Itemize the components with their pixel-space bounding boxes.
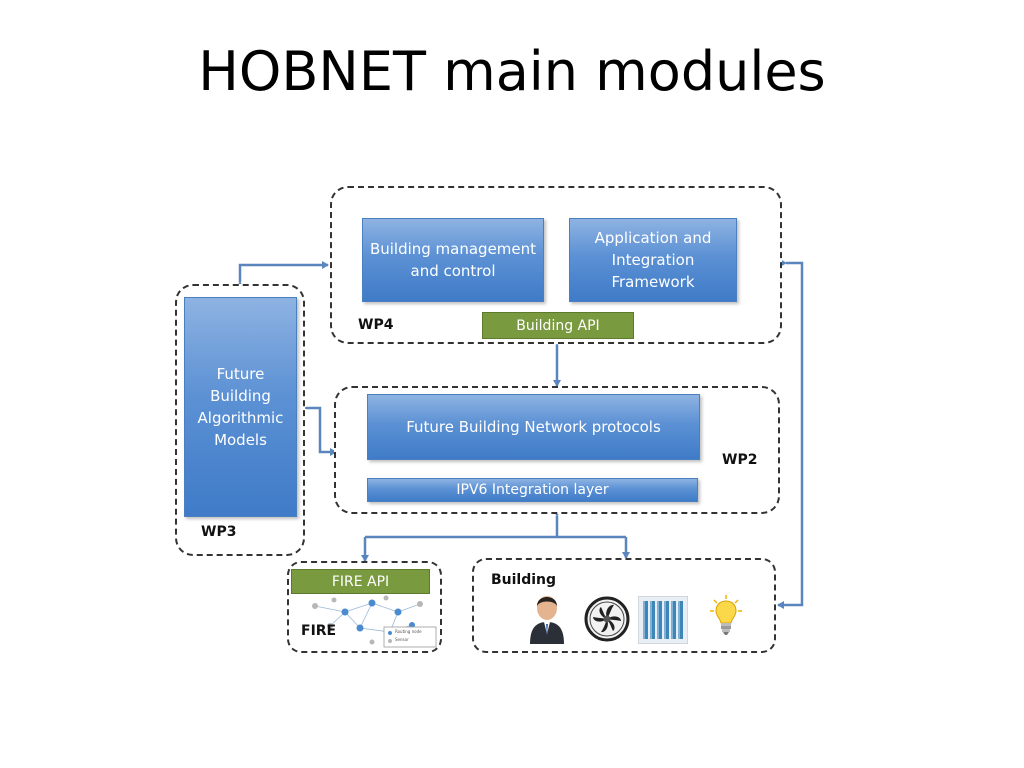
wp4-label: WP4 xyxy=(358,317,394,333)
slide-title: HOBNET main modules xyxy=(198,40,826,103)
fire-label: FIRE xyxy=(301,623,337,639)
arrow-wp4-building xyxy=(777,259,804,609)
wp2-label: WP2 xyxy=(722,452,758,468)
fire-legend-sensor: Sensor xyxy=(395,637,409,642)
ipv6-layer-box: IPV6 Integration layer xyxy=(367,478,698,502)
fire-legend-routing: Routing node xyxy=(395,629,422,634)
arrow-wp2-fire xyxy=(365,535,626,561)
lightbulb-icon xyxy=(710,595,742,635)
building-api-box: Building API xyxy=(482,312,634,339)
radiator-icon xyxy=(638,596,688,644)
wp3-label: WP3 xyxy=(201,524,237,540)
person-icon xyxy=(530,596,564,644)
integration-framework-box: Application and Integration Framework xyxy=(569,218,737,302)
network-protocols-box: Future Building Network protocols xyxy=(367,394,700,460)
building-label: Building xyxy=(491,572,557,588)
fan-icon xyxy=(584,596,630,642)
fire-api-box: FIRE API xyxy=(291,569,430,594)
algorithmic-models-box: Future Building Algorithmic Models xyxy=(184,297,297,517)
arrow-wp3-wp4 xyxy=(236,261,329,288)
arrow-wp3-wp2 xyxy=(300,404,337,456)
building-management-box: Building management and control xyxy=(362,218,544,302)
